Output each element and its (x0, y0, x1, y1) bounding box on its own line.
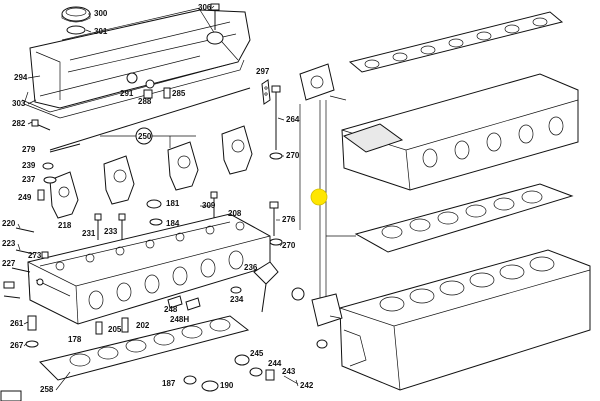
part-label: 301 (94, 27, 108, 36)
rocker-bracket-2 (103, 155, 135, 205)
studs-231-233 (94, 213, 126, 240)
part-242 (283, 375, 299, 385)
part-249 (37, 189, 45, 201)
part-label: 285 (172, 89, 186, 98)
part-label: 282 (12, 119, 26, 128)
fitting-248b (185, 297, 201, 311)
ref-box-221 (0, 390, 22, 401)
part-label: 218 (58, 221, 72, 230)
part-label: 187 (162, 379, 176, 388)
left-studs (3, 227, 49, 299)
part-label: 236 (244, 263, 258, 272)
part-label: 244 (268, 359, 282, 368)
highlight-marker[interactable] (310, 188, 328, 206)
rocker-bracket-4 (221, 125, 253, 175)
small-flange-gasket (299, 63, 335, 101)
cap-181 (146, 199, 162, 209)
part-label: 300 (94, 9, 108, 18)
part-label: 261 (10, 319, 24, 328)
part-label: 279 (22, 145, 36, 154)
cylinder-head (27, 213, 271, 325)
part-label: 205 (108, 325, 122, 334)
manifold-gasket (348, 11, 564, 73)
seal-187 (183, 375, 197, 385)
part-label: 297 (256, 67, 270, 76)
filler-cap-seal (66, 25, 86, 35)
part-label: 223 (2, 239, 16, 248)
sensor-236 (253, 261, 279, 313)
water-pipe (291, 100, 343, 349)
part-label: 245 (250, 349, 264, 358)
head-gasket-right (354, 183, 574, 253)
part-label: 276 (282, 215, 296, 224)
fitting-248 (167, 295, 183, 309)
part-label: 184 (166, 219, 180, 228)
head-bolt-276 (269, 201, 283, 246)
nuts-291-288 (126, 72, 171, 99)
washer-237 (43, 176, 57, 184)
part-label: 270 (286, 151, 300, 160)
parts-261-267 (25, 315, 39, 348)
part-label: 309 (202, 201, 216, 210)
part-label: 306 (198, 3, 212, 12)
oil-filler-cap (61, 6, 91, 23)
part-label: 250 (138, 132, 152, 141)
valve-cover-gasket-strip (21, 63, 231, 113)
part-label: 291 (120, 89, 134, 98)
part-label: 249 (18, 193, 32, 202)
part-label: 220 (2, 219, 16, 228)
part-label: 264 (286, 115, 300, 124)
bracket-297 (261, 79, 271, 105)
leader-lines (299, 95, 356, 319)
rocker-bracket-1 (49, 171, 79, 219)
part-label: 227 (2, 259, 16, 268)
rod-head-282 (31, 119, 39, 127)
part-label: 237 (22, 175, 36, 184)
ring-244 (249, 367, 263, 377)
fitting-234 (230, 286, 242, 294)
part-label: 231 (82, 229, 96, 238)
part-label: 234 (230, 295, 244, 304)
part-label: 208 (228, 209, 242, 218)
cylinder-head-right (341, 73, 579, 191)
part-label: 248H (170, 315, 189, 324)
rod-279-lower (49, 143, 81, 153)
part-label: 288 (138, 97, 152, 106)
ring-245 (234, 354, 250, 366)
part-label: 233 (104, 227, 118, 236)
washer-239 (42, 162, 54, 170)
part-label: 248 (164, 305, 178, 314)
part-label: 202 (136, 321, 150, 330)
cap-184 (149, 218, 163, 226)
part-label: 273 (28, 251, 42, 260)
part-label: 242 (300, 381, 314, 390)
cover-bolt (210, 3, 220, 30)
engine-block (339, 249, 591, 391)
part-label: 243 (282, 367, 296, 376)
part-label: 267 (10, 341, 24, 350)
part-label: 239 (22, 161, 36, 170)
stud-264 (269, 85, 283, 160)
part-label: 181 (166, 199, 180, 208)
head-gasket-lower (39, 315, 250, 381)
label-leaders (17, 5, 299, 391)
part-202 (121, 317, 129, 333)
part-label: 270 (282, 241, 296, 250)
part-label: 294 (14, 73, 28, 82)
seal-190 (201, 380, 219, 392)
rocker-bracket-3 (167, 141, 199, 191)
part-label: 258 (40, 385, 54, 394)
part-205 (95, 321, 103, 335)
part-243 (265, 369, 275, 381)
part-label: 190 (220, 381, 234, 390)
valve-cover (23, 7, 251, 119)
part-label: 178 (68, 335, 82, 344)
part-label: 303 (12, 99, 26, 108)
rod-279 (49, 87, 251, 151)
